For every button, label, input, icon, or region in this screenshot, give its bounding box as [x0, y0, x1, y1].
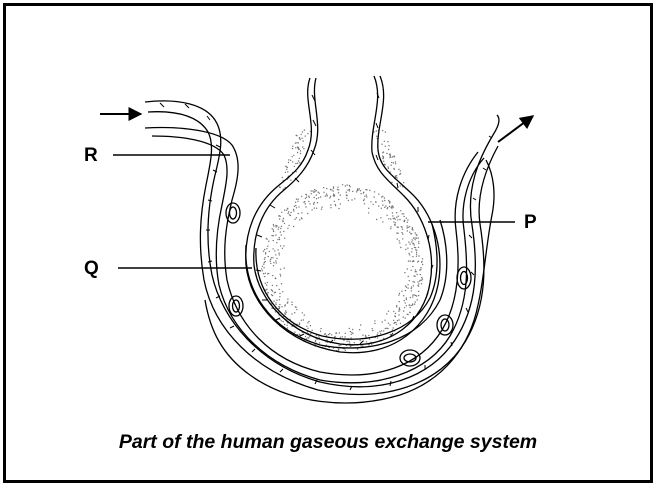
alveolus-wall	[246, 76, 447, 353]
label-q: Q	[84, 259, 99, 278]
label-p: P	[524, 213, 537, 232]
outflow-arrow	[498, 116, 533, 142]
alveolar-stipple	[261, 129, 423, 351]
label-r: R	[84, 146, 98, 165]
figure-caption: Part of the human gaseous exchange syste…	[0, 431, 656, 454]
